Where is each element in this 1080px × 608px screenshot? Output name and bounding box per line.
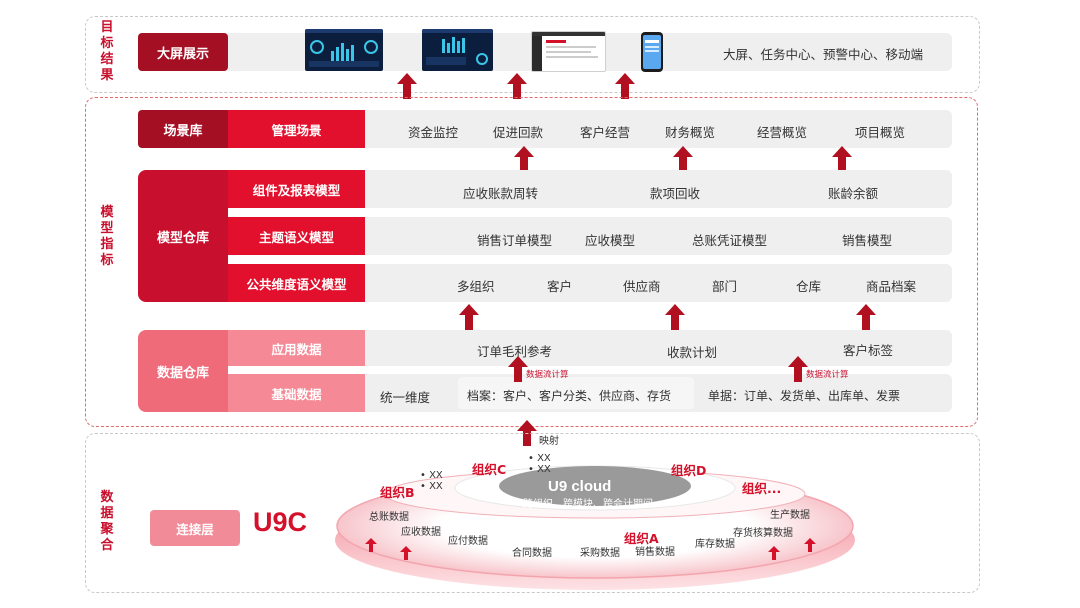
up-arrow-icon — [615, 73, 635, 99]
model-warehouse-label: 模型仓库 — [138, 170, 228, 302]
bullet-item: • XX — [528, 464, 551, 475]
model-item: 应收模型 — [585, 230, 635, 249]
dashboard-thumbnail-2 — [422, 29, 493, 71]
model-item: 账龄余额 — [828, 183, 878, 202]
dashboard-chart-icon — [422, 29, 493, 71]
u9-cloud-subtitle: 跨组织、跨模块、跨会计期间 — [523, 495, 653, 510]
connect-layer-label: 连接层 — [150, 510, 240, 546]
org-label: 组织B — [380, 482, 415, 501]
app-data-item: 收款计划 — [667, 342, 717, 361]
up-arrow-icon — [788, 356, 808, 382]
up-arrow-icon — [665, 304, 685, 330]
base-data-item: 统一维度 — [380, 387, 430, 406]
u9c-brand: U9C — [253, 507, 307, 538]
scene-item: 财务概览 — [665, 122, 715, 141]
dashboard-thumbnail-1 — [305, 29, 383, 71]
ring-data-item: 采购数据 — [580, 544, 620, 559]
up-arrow-icon — [514, 146, 534, 172]
small-up-arrow-icon — [804, 538, 816, 552]
model-item: 销售模型 — [842, 230, 892, 249]
scene-item: 促进回款 — [493, 122, 543, 141]
model-item: 仓库 — [796, 276, 821, 295]
org-label: 组织C — [472, 459, 506, 478]
base-data-item: 档案：客户、客户分类、供应商、存货 — [467, 387, 671, 404]
ring-data-item: 应收数据 — [401, 523, 441, 538]
web-page-icon — [532, 32, 605, 71]
small-up-arrow-icon — [400, 546, 412, 560]
bullet-item: • XX — [420, 481, 443, 492]
calc-tag: 数据流计算 — [806, 368, 849, 380]
model-item: 商品档案 — [866, 276, 916, 295]
bullet-item: • XX — [528, 453, 551, 464]
ring-data-item: 总账数据 — [369, 508, 409, 523]
up-arrow-icon — [397, 73, 417, 99]
model-item: 款项回收 — [650, 183, 700, 202]
component-report-model-label: 组件及报表模型 — [228, 170, 365, 208]
model-section-label: 模型指标 — [97, 205, 117, 269]
org-label: 组织... — [742, 478, 781, 497]
mobile-phone-icon — [641, 32, 663, 72]
app-data-label: 应用数据 — [228, 330, 365, 366]
public-dimension-model-label: 公共维度语义模型 — [228, 264, 365, 302]
model-item: 客户 — [547, 276, 572, 295]
screen-display-label: 大屏展示 — [138, 33, 228, 71]
model-item: 销售订单模型 — [477, 230, 552, 249]
small-up-arrow-icon — [365, 538, 377, 552]
topic-semantic-model-label: 主题语义模型 — [228, 217, 365, 255]
up-arrow-icon — [673, 146, 693, 172]
scene-item: 经营概览 — [757, 122, 807, 141]
data-warehouse-label: 数据仓库 — [138, 330, 228, 412]
ring-data-item: 销售数据 — [635, 543, 675, 558]
dashboard-thumbnail-3 — [531, 31, 606, 72]
small-up-arrow-icon — [768, 546, 780, 560]
model-item: 部门 — [712, 276, 737, 295]
ring-data-item: 应付数据 — [448, 532, 488, 547]
mobile-thumbnail — [641, 32, 663, 72]
scene-library-label: 场景库 — [138, 110, 228, 148]
scene-item: 客户经营 — [580, 122, 630, 141]
up-arrow-icon — [856, 304, 876, 330]
u9-cloud-title: U9 cloud — [548, 478, 611, 495]
ring-data-item: 存货核算数据 — [733, 524, 793, 539]
scene-item: 资金监控 — [408, 122, 458, 141]
ring-data-item: 生产数据 — [770, 506, 810, 521]
calc-tag: 数据流计算 — [526, 368, 569, 380]
model-item: 总账凭证模型 — [692, 230, 767, 249]
screen-row-desc: 大屏、任务中心、预警中心、移动端 — [723, 44, 923, 63]
ring-data-item: 库存数据 — [695, 535, 735, 550]
base-data-label: 基础数据 — [228, 374, 365, 412]
bullet-item: • XX — [420, 470, 443, 481]
up-arrow-icon — [459, 304, 479, 330]
dashboard-chart-icon — [305, 29, 383, 71]
up-arrow-icon — [832, 146, 852, 172]
scene-item: 项目概览 — [855, 122, 905, 141]
base-data-item: 单据：订单、发货单、出库单、发票 — [708, 387, 900, 404]
org-label: 组织D — [671, 460, 706, 479]
manage-scene-label: 管理场景 — [228, 110, 365, 148]
up-arrow-icon — [508, 356, 528, 382]
app-data-item: 客户标签 — [843, 340, 893, 359]
model-item: 应收账款周转 — [463, 183, 538, 202]
model-item: 多组织 — [457, 276, 495, 295]
up-arrow-icon — [507, 73, 527, 99]
data-section-label: 数据聚合 — [97, 490, 117, 554]
target-section-label: 目标结果 — [97, 20, 117, 84]
model-item: 供应商 — [623, 276, 661, 295]
ring-data-item: 合同数据 — [512, 544, 552, 559]
